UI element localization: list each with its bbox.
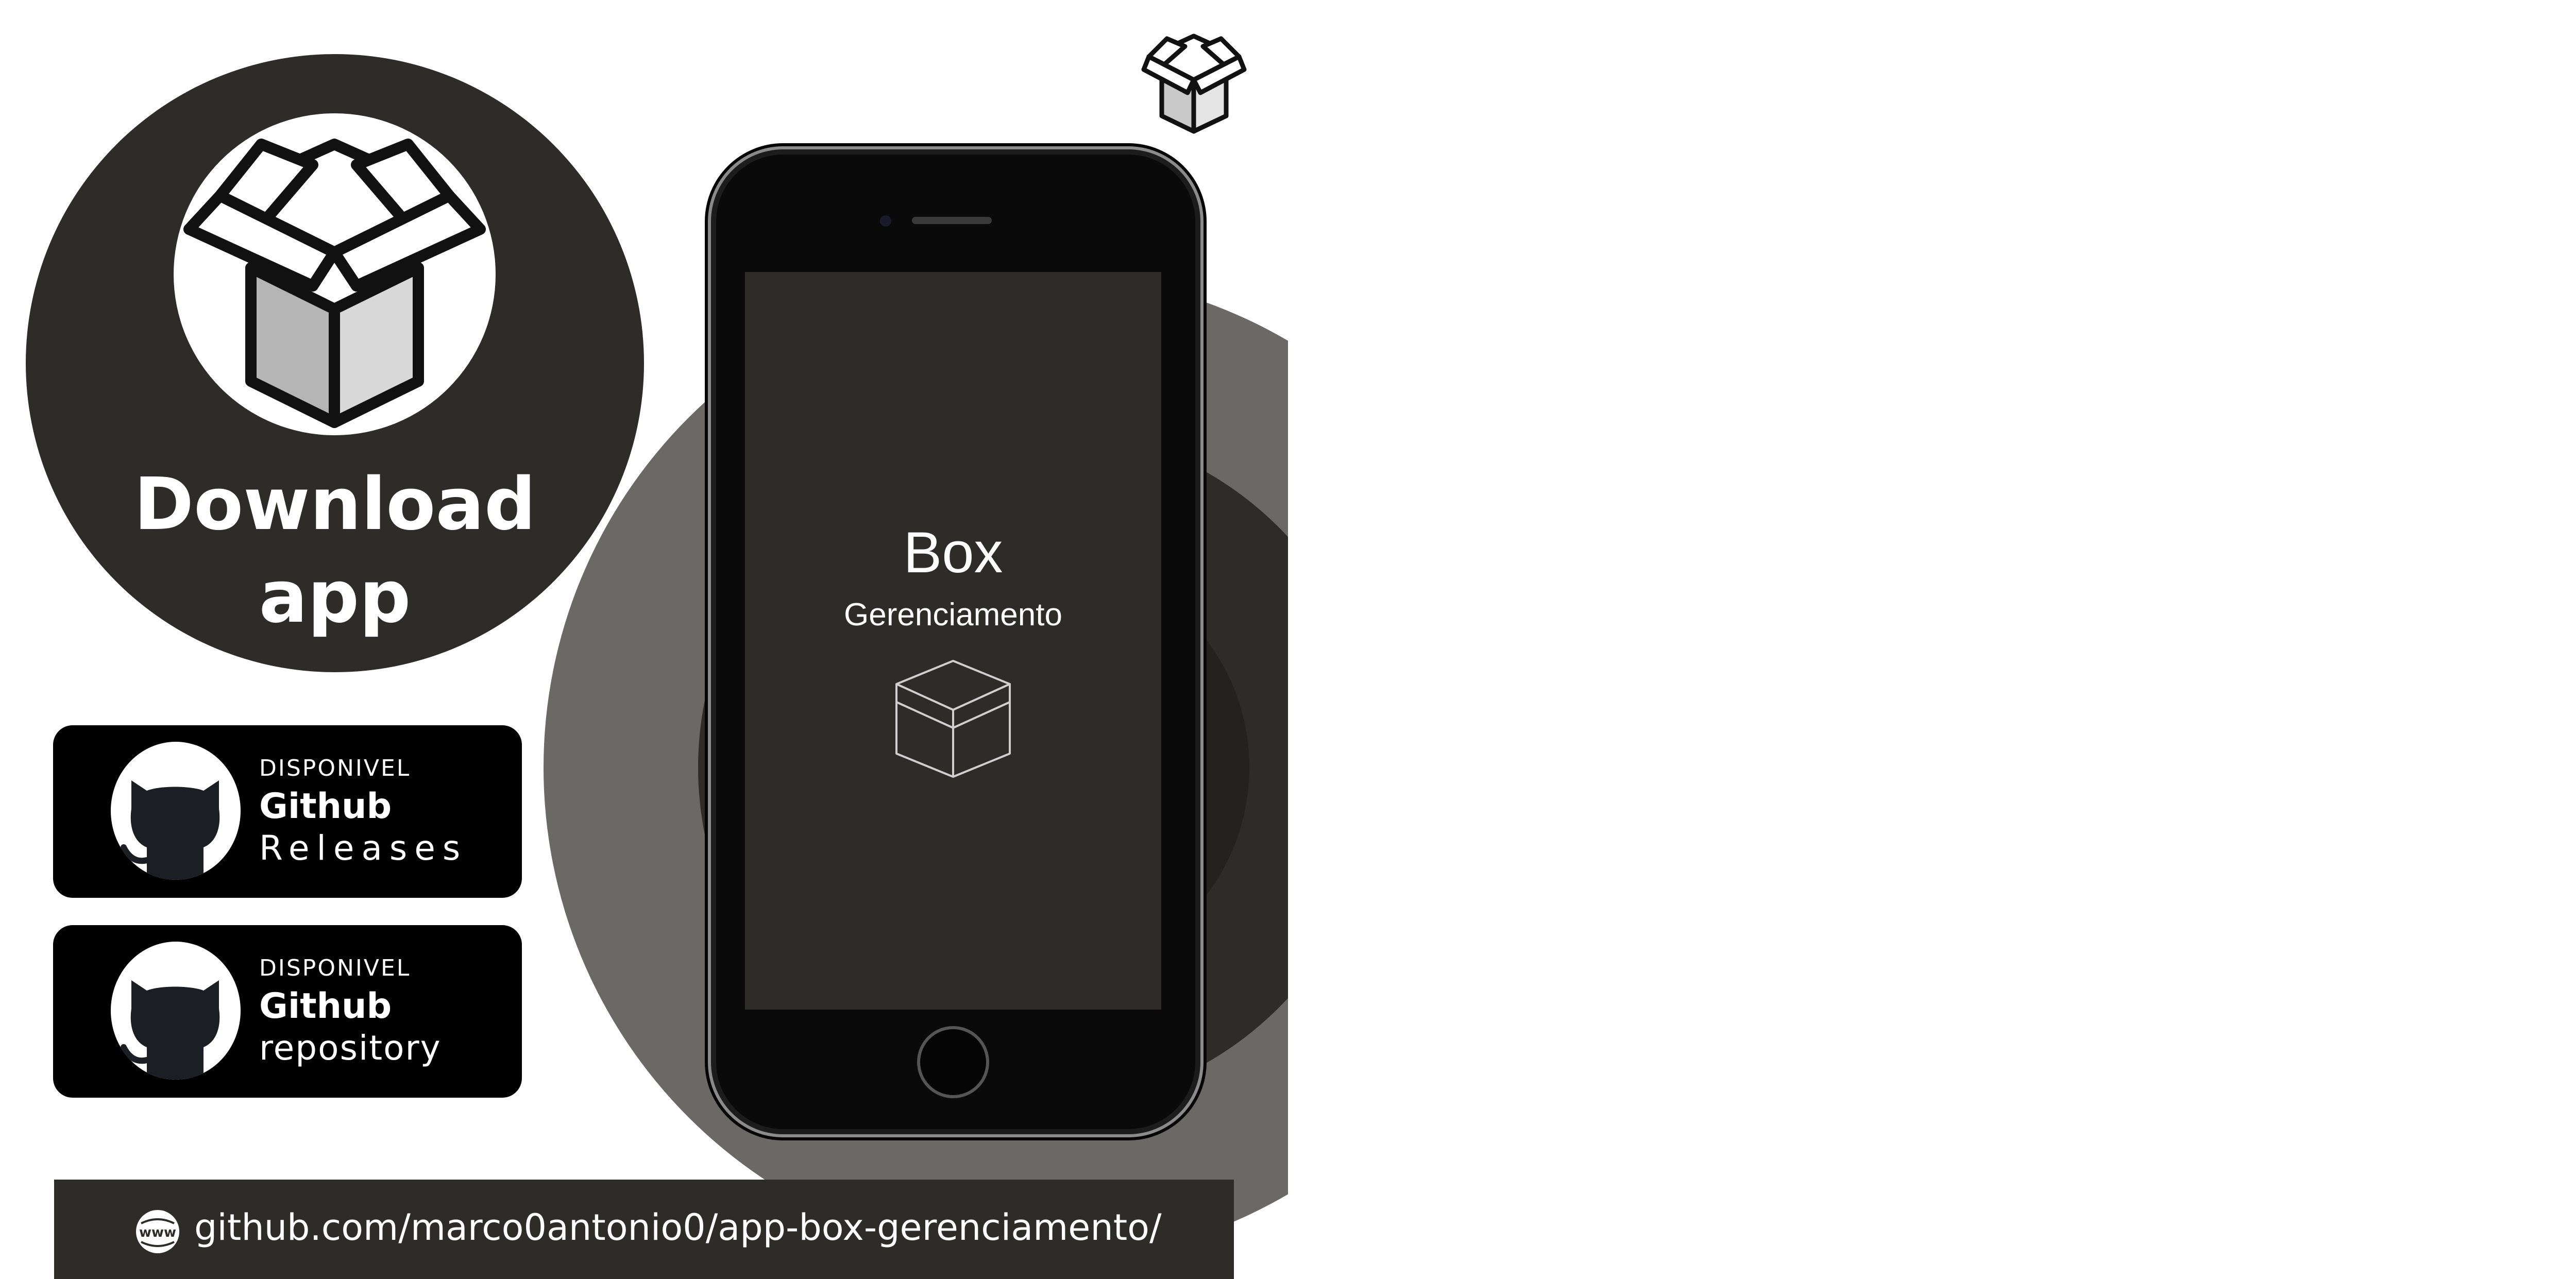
badge-kicker: DISPONIVEL [259,955,411,981]
app-subtitle: Gerenciamento [844,597,1062,633]
app-title: Box [903,520,1003,585]
github-avatar [111,942,241,1080]
open-box-icon [1141,33,1247,134]
badge-kicker: DISPONIVEL [259,755,411,781]
github-repository-badge[interactable]: DISPONIVEL Github repository [53,925,522,1098]
github-releases-badge[interactable]: DISPONIVEL Github Releases [53,725,522,898]
github-octocat-icon [121,780,220,880]
badge-subtitle: Releases [259,828,468,868]
phone-camera [880,215,891,227]
phone-screen: Box Gerenciamento [745,272,1161,1010]
badge-title: Github [259,986,392,1027]
phone-speaker [912,217,992,224]
www-globe-icon: www [136,1210,179,1253]
phone-home-button [917,1026,989,1098]
app-logo-disc [174,113,496,435]
download-app-title[interactable]: Download app [133,463,536,639]
repository-url-bar[interactable]: www github.com/marco0antonio0/app-box-ge… [54,1180,1234,1279]
phone-mockup: Box Gerenciamento [716,155,1195,1129]
open-box-icon [183,139,486,428]
repository-url-link[interactable]: github.com/marco0antonio0/app-box-gerenc… [194,1206,1162,1249]
right-blank-area [1288,0,2576,1279]
badge-title: Github [259,786,392,827]
svg-text:www: www [139,1225,176,1240]
badge-subtitle: repository [259,1028,442,1068]
box-outline-icon [895,660,1011,778]
github-octocat-icon [121,980,220,1080]
github-avatar [111,742,241,880]
